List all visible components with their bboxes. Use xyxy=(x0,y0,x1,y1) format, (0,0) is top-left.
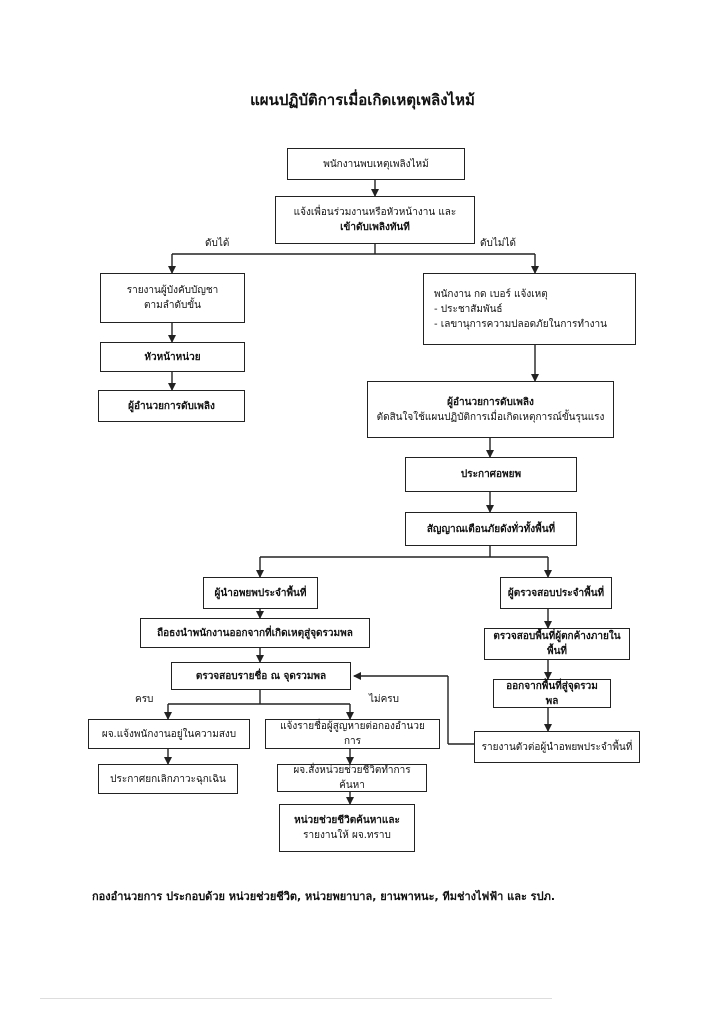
scan-edge-line xyxy=(40,998,552,999)
box-text: - ประชาสัมพันธ์ xyxy=(434,303,503,315)
box-text: หัวหน้าหน่วย xyxy=(144,351,201,363)
box-text: ผู้อำนวยการดับเพลิง xyxy=(128,400,215,412)
flow-box-staff-call-report: พนักงาน กด เบอร์ แจ้งเหตุ - ประชาสัมพันธ… xyxy=(423,273,636,345)
flow-box-fire-director-decide: ผู้อำนวยการดับเพลิง ตัดสินใจใช้แผนปฏิบัต… xyxy=(367,381,614,438)
flow-box-cancel-emergency: ประกาศยกเลิกภาวะฉุกเฉิน xyxy=(98,764,238,794)
box-text: ถือธงนำพนักงานออกจากที่เกิดเหตุสู่จุดรวม… xyxy=(157,627,353,639)
flow-box-manager-calm-staff: ผจ.แจ้งพนักงานอยู่ในความสงบ xyxy=(88,719,250,749)
flow-box-fire-director-left: ผู้อำนวยการดับเพลิง xyxy=(98,390,245,422)
flow-box-leave-to-assembly: ออกจากพื้นที่สู่จุดรวมพล xyxy=(493,679,611,708)
box-text: สัญญาณเตือนภัยดังทั่วทั้งพื้นที่ xyxy=(426,523,556,535)
footer-note: กองอำนวยการ ประกอบด้วย หน่วยช่วยชีวิต, ห… xyxy=(92,890,556,903)
flow-box-staff-finds-fire: พนักงานพบเหตุเพลิงไหม้ xyxy=(287,148,465,180)
box-text: ออกจากพื้นที่สู่จุดรวมพล xyxy=(506,680,598,707)
box-text: รายงานผู้บังคับบัญชา xyxy=(126,285,219,296)
box-text: รายงานตัวต่อผู้นำอพยพประจำพื้นที่ xyxy=(481,741,633,753)
box-text: ผจ.แจ้งพนักงานอยู่ในความสงบ xyxy=(101,728,237,740)
box-text: ตรวจสอบรายชื่อ ณ จุดรวมพล xyxy=(195,670,327,682)
box-text: แจ้งเพื่อนร่วมงานหรือหัวหน้างาน และ xyxy=(293,207,457,218)
box-text: เข้าดับเพลิงทันที xyxy=(340,222,410,233)
branch-label-incomplete: ไม่ครบ xyxy=(369,694,400,705)
box-text: ตามลำดับขั้น xyxy=(144,300,201,311)
flow-box-area-inspector: ผู้ตรวจสอบประจำพื้นที่ xyxy=(500,577,612,609)
box-text: ผู้อำนวยการดับเพลิง xyxy=(447,396,534,408)
box-text: ตัดสินใจใช้แผนปฏิบัติการเมื่อเกิดเหตุการ… xyxy=(376,411,605,423)
flow-box-check-remaining: ตรวจสอบพื้นที่ผู้ตกค้างภายในพื้นที่ xyxy=(484,628,630,660)
flow-box-lead-staff-to-assembly: ถือธงนำพนักงานออกจากที่เกิดเหตุสู่จุดรวม… xyxy=(140,618,370,648)
box-text: ผู้ตรวจสอบประจำพื้นที่ xyxy=(507,587,605,599)
box-text: - เลขานุการความปลอดภัยในการทำงาน xyxy=(434,318,607,330)
page-title: แผนปฏิบัติการเมื่อเกิดเหตุเพลิงไหม้ xyxy=(250,91,475,109)
box-text: แจ้งรายชื่อผู้สูญหายต่อกองอำนวยการ xyxy=(280,721,425,747)
box-text: ประกาศยกเลิกภาวะฉุกเฉิน xyxy=(110,773,226,785)
box-text: หน่วยช่วยชีวิตค้นหาและ xyxy=(294,815,400,826)
branch-label-cannot-extinguish: ดับไม่ได้ xyxy=(480,238,516,249)
flow-box-roll-call: ตรวจสอบรายชื่อ ณ จุดรวมพล xyxy=(171,662,351,690)
flow-box-report-missing: แจ้งรายชื่อผู้สูญหายต่อกองอำนวยการ xyxy=(265,719,440,749)
box-text: ประกาศอพยพ xyxy=(460,469,522,480)
box-text: ผจ.สั่งหน่วยช่วยชีวิตทำการค้นหา xyxy=(293,765,411,791)
flow-box-order-search: ผจ.สั่งหน่วยช่วยชีวิตทำการค้นหา xyxy=(277,764,427,792)
box-text: พนักงาน กด เบอร์ แจ้งเหตุ xyxy=(434,288,548,300)
flow-box-unit-head: หัวหน้าหน่วย xyxy=(100,342,245,372)
flow-box-alarm-signal: สัญญาณเตือนภัยดังทั่วทั้งพื้นที่ xyxy=(405,512,577,546)
flow-box-evacuation-leader: ผู้นำอพยพประจำพื้นที่ xyxy=(203,577,318,609)
box-text: พนักงานพบเหตุเพลิงไหม้ xyxy=(323,158,429,170)
branch-label-complete: ครบ xyxy=(135,694,154,705)
flow-box-search-and-report: หน่วยช่วยชีวิตค้นหาและ รายงานให้ ผจ.ทราบ xyxy=(279,804,415,852)
box-text: ผู้นำอพยพประจำพื้นที่ xyxy=(214,587,307,599)
flow-box-notify-and-extinguish: แจ้งเพื่อนร่วมงานหรือหัวหน้างาน และ เข้า… xyxy=(275,196,475,244)
branch-label-can-extinguish: ดับได้ xyxy=(205,238,230,249)
flow-box-report-to-leader: รายงานตัวต่อผู้นำอพยพประจำพื้นที่ xyxy=(474,731,640,763)
flow-box-announce-evacuation: ประกาศอพยพ xyxy=(405,457,577,492)
box-text: รายงานให้ ผจ.ทราบ xyxy=(303,830,391,841)
flow-box-report-supervisor: รายงานผู้บังคับบัญชา ตามลำดับขั้น xyxy=(100,273,245,323)
box-text: ตรวจสอบพื้นที่ผู้ตกค้างภายในพื้นที่ xyxy=(493,631,621,657)
